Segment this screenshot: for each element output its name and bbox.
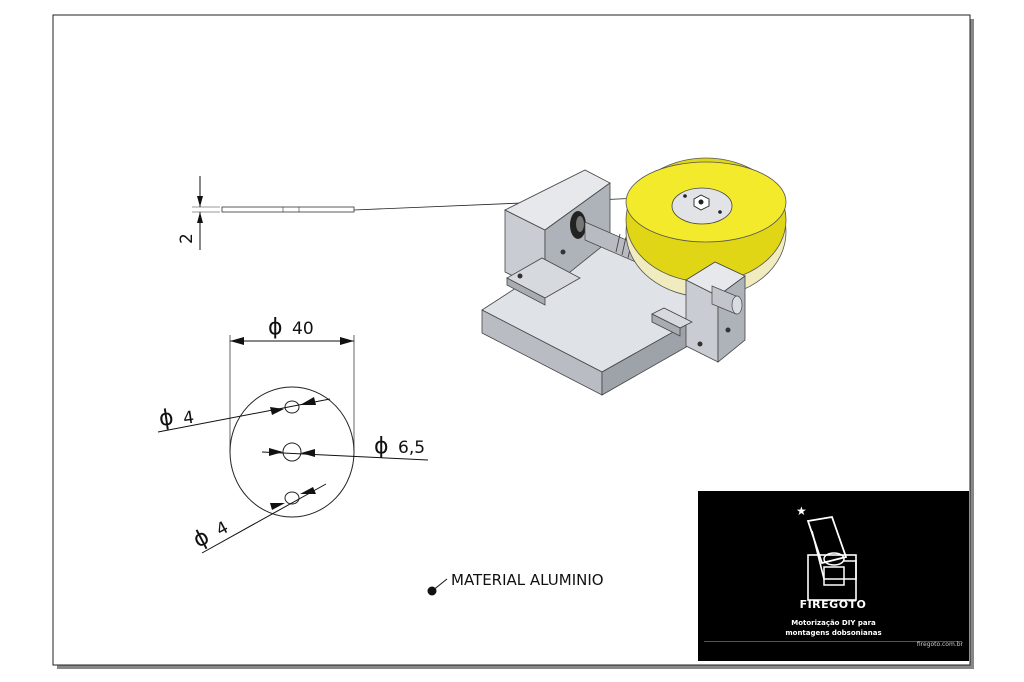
brand-url: firegoto.com.br [916,641,963,648]
material-label: MATERIAL ALUMINIO [451,571,604,589]
title-block-logo: ★ FIREGOTO Motorização DIY para montagen… [698,491,969,661]
svg-text:★: ★ [796,504,807,518]
telescope-logo-icon: ★ [796,504,857,601]
dim-center-hole-symbol: ϕ [374,434,389,459]
brand-name: FIREGOTO [799,598,867,611]
assembly-isometric [481,157,787,396]
hole-bottom [284,491,300,505]
dim-top-hole-symbol: ϕ [157,405,175,432]
material-note: MATERIAL ALUMINIO [427,571,604,596]
dim-outer-symbol: ϕ [268,315,283,340]
brand-tagline-line2: montagens dobsonianas [785,629,882,637]
dim-thickness-label: 2 [177,233,197,244]
plate-side [221,206,355,213]
dim-center-hole-label: 6,5 [398,438,425,458]
hole-center [282,442,302,462]
dim-top-hole-label: 4 [182,408,196,429]
left-foot-front [506,277,546,306]
brand-tagline-line1: Motorização DIY para [791,619,876,627]
front-view: ϕ 40 ϕ 4 ϕ 6,5 ϕ 4 [157,315,429,554]
brand-divider [704,641,962,642]
hole-top [284,400,300,414]
dim-outer-label: 40 [292,319,314,339]
